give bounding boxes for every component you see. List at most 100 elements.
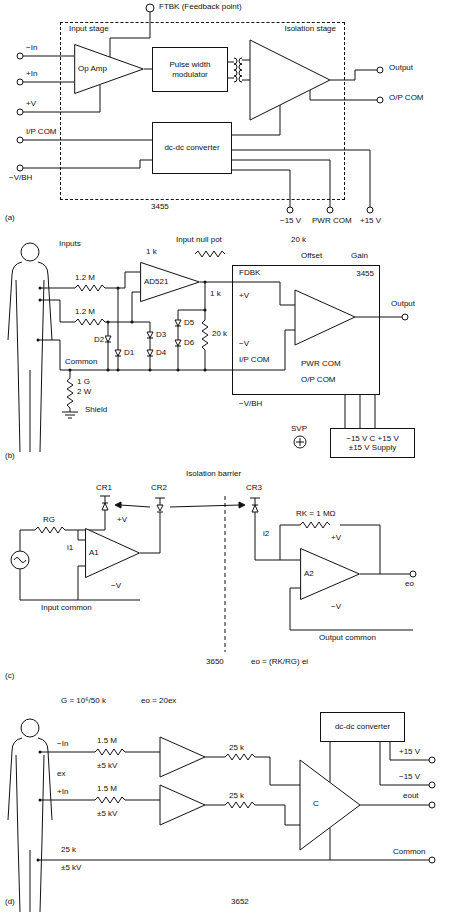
light-path xyxy=(120,505,240,507)
op-amp: A1 xyxy=(85,528,140,578)
wire xyxy=(23,12,377,207)
transformer-coil xyxy=(234,58,242,82)
schematic-label: ±5 kV xyxy=(60,864,82,873)
schematic-label: C xyxy=(312,800,320,809)
op-amp: A2 xyxy=(300,548,360,600)
schematic-label: i2 xyxy=(262,530,270,539)
isolation-amplifier xyxy=(250,40,330,120)
patient-head xyxy=(21,719,39,737)
schematic-label: PWR COM xyxy=(300,360,342,369)
schematic-label: FDBK xyxy=(238,269,261,278)
op-amp: AD521 xyxy=(140,262,200,302)
schematic-label: CR3 xyxy=(245,484,263,493)
schematic-label: 3455 xyxy=(150,203,170,212)
node-text: −15 V C +15 V xyxy=(346,434,398,443)
schematic-label: −V xyxy=(110,582,122,591)
schematic-label: i1 xyxy=(66,544,74,553)
schematic-label: Shield xyxy=(84,406,108,415)
schematic-label: Common xyxy=(392,848,426,857)
schematic-label: SVP xyxy=(290,425,308,434)
node-text: 3455 xyxy=(356,269,374,278)
schematic-label: D1 xyxy=(123,349,135,358)
junction-dot xyxy=(69,369,72,372)
node-text: A1 xyxy=(89,548,99,557)
schematic-label: +V xyxy=(330,534,342,543)
schematic-label: 2 W xyxy=(76,388,92,397)
terminal xyxy=(429,757,435,763)
schematic-label: (a) xyxy=(4,214,16,223)
schematic-label: 1 k xyxy=(145,248,158,257)
schematic-label: −V xyxy=(330,603,342,612)
schematic-label: O/P COM xyxy=(388,94,425,103)
isolation-barrier xyxy=(225,496,226,652)
schematic-label: −In xyxy=(25,44,38,53)
terminal xyxy=(287,207,293,213)
diode-symbol xyxy=(105,320,181,356)
amplifier-triangle xyxy=(301,549,360,600)
schematic-label: eout xyxy=(402,792,420,801)
node-text: Op Amp xyxy=(78,64,107,73)
input-amplifier xyxy=(160,785,205,825)
node-text: AD521 xyxy=(144,277,168,286)
schematic-label: 25 k xyxy=(228,744,245,753)
schematic-label: Common xyxy=(64,358,98,367)
node-text: A2 xyxy=(304,569,314,578)
schematic-label: 1.2 M xyxy=(74,308,96,317)
schematic-label: (b) xyxy=(4,452,16,461)
schematic-label: 20 k xyxy=(211,330,228,339)
schematic-label: −V xyxy=(238,340,250,349)
junction-dot xyxy=(204,369,207,372)
terminal xyxy=(377,67,383,73)
power-source-sign xyxy=(296,438,304,446)
schematic-label: Input common xyxy=(40,604,93,613)
wire xyxy=(20,496,413,630)
schematic-label: (c) xyxy=(4,672,15,681)
resistor-symbol xyxy=(35,522,330,533)
patient-body xyxy=(8,262,52,452)
schematic-label: eo = 20ex xyxy=(140,697,177,706)
electrode-dot xyxy=(39,799,42,802)
schematic-label: 20 k xyxy=(290,236,307,245)
junction-dot xyxy=(117,287,120,290)
stage-headings: Input stageIsolation stage xyxy=(61,23,344,34)
schematic-label: I/P COM xyxy=(238,356,271,365)
schematic-label: −15 V xyxy=(279,217,302,226)
electrode-dot xyxy=(39,751,42,754)
schematic-label: −In xyxy=(56,740,69,749)
signal-wire xyxy=(200,282,232,283)
sine-symbol xyxy=(14,558,26,563)
schematic-label: G = 10⁶/50 k xyxy=(60,697,107,706)
terminal xyxy=(17,109,23,115)
resistor-symbol xyxy=(67,251,225,408)
electrode-dot xyxy=(37,859,40,862)
junction-dot xyxy=(39,299,42,302)
op-amp: Op Amp xyxy=(74,44,144,94)
terminal xyxy=(429,782,435,788)
terminal xyxy=(377,97,383,103)
schematic-label: +V xyxy=(25,100,37,109)
schematic-label: D4 xyxy=(155,349,167,358)
node-text: Pulse width modulator xyxy=(155,60,225,78)
node-text: dc-dc converter xyxy=(335,722,390,731)
junction-dot xyxy=(107,369,110,372)
schematic-label: ±5 kV xyxy=(96,810,118,819)
terminal xyxy=(17,79,23,85)
junction-dot xyxy=(117,369,120,372)
schematic-label: CR2 xyxy=(150,484,168,493)
schematic-label: eo xyxy=(404,580,415,589)
input-amplifier xyxy=(160,737,205,777)
schematic-label: D2 xyxy=(93,336,105,345)
amplifier-triangle xyxy=(75,45,144,94)
schematic-label: D6 xyxy=(183,339,195,348)
supply-box: −15 V C +15 V±15 V Supply xyxy=(330,428,415,458)
schematic-label: O/P COM xyxy=(300,376,337,385)
junction-dot xyxy=(177,369,180,372)
schematic-label: Isolation barrier xyxy=(185,470,242,479)
schematic-label: FTBK (Feedback point) xyxy=(158,3,243,12)
terminal xyxy=(17,165,23,171)
patient-body xyxy=(8,738,52,912)
schematic-label: Output common xyxy=(318,634,377,643)
junction-dot xyxy=(107,321,110,324)
modulator-box: Pulse width modulator xyxy=(152,47,228,92)
power-source xyxy=(294,436,306,448)
